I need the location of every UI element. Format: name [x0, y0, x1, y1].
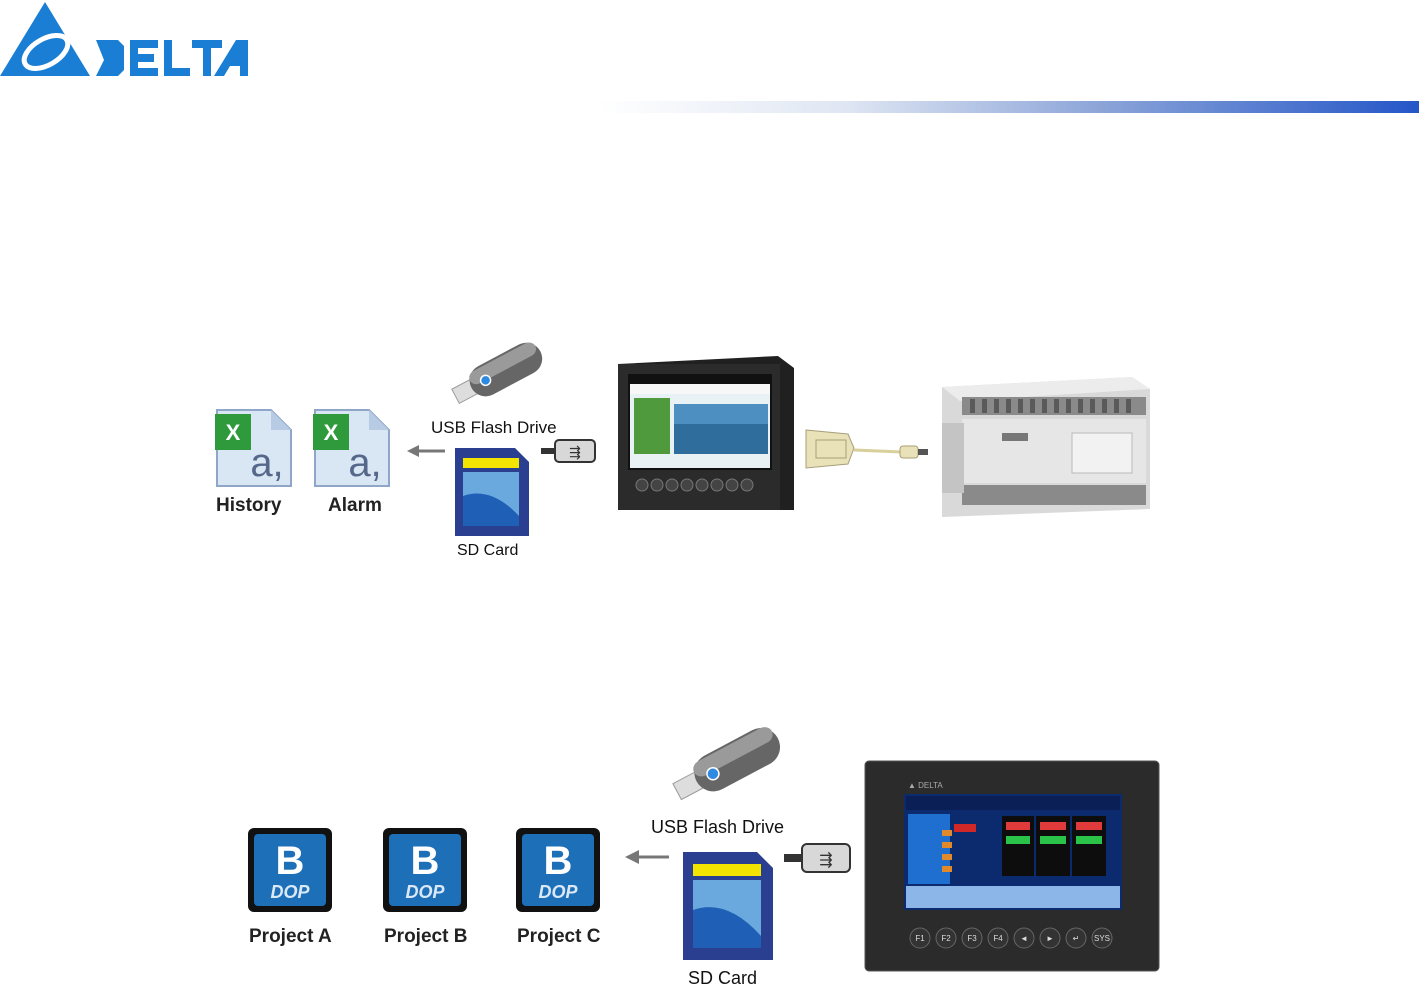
svg-text:DOP: DOP [538, 882, 578, 902]
svg-text:X: X [226, 420, 241, 445]
plc-controller [932, 373, 1156, 519]
usb-flash-drive-label: USB Flash Drive [651, 817, 784, 838]
svg-text:B: B [411, 839, 440, 883]
svg-text:DOP: DOP [405, 882, 445, 902]
serial-cable-icon [802, 424, 932, 474]
svg-text:F1: F1 [915, 934, 925, 943]
dop-project-icon: B DOP [246, 826, 334, 914]
svg-text:F4: F4 [993, 934, 1003, 943]
svg-text:SYS: SYS [1094, 934, 1110, 943]
usb-flash-drive-icon [666, 716, 788, 812]
excel-file-icon: X a, [311, 406, 393, 488]
arrow-left-icon [405, 443, 447, 459]
usb-flash-drive-icon [445, 332, 549, 412]
svg-text:⇶: ⇶ [819, 851, 832, 869]
sd-card-label: SD Card [457, 542, 518, 560]
project-a-label: Project A [249, 926, 332, 948]
arrow-left-icon [623, 848, 671, 866]
excel-file-icon: X a, [213, 406, 295, 488]
svg-text:a,: a, [250, 441, 283, 485]
hmi-panel-large: ▲ DELTA F1 F2 F3 F4 ◄ ► ↵ SYS [864, 760, 1160, 972]
project-c-label: Project C [517, 926, 600, 948]
svg-text:↵: ↵ [1073, 934, 1080, 943]
hmi-panel-small [614, 354, 798, 516]
sd-card-icon [679, 850, 775, 962]
usb-plug-icon: ⇶ [784, 840, 852, 876]
usb-flash-drive-label: USB Flash Drive [431, 418, 557, 438]
svg-text:DOP: DOP [270, 882, 310, 902]
sd-card-icon [451, 446, 531, 538]
dop-project-icon: B DOP [514, 826, 602, 914]
svg-text:F2: F2 [941, 934, 951, 943]
project-b-label: Project B [384, 926, 467, 948]
svg-text:B: B [544, 839, 573, 883]
svg-text:X: X [324, 420, 339, 445]
svg-text:◄: ◄ [1020, 934, 1028, 943]
svg-text:⇶: ⇶ [569, 444, 581, 460]
svg-text:F3: F3 [967, 934, 977, 943]
delta-logo [0, 0, 260, 80]
usb-plug-icon: ⇶ [541, 436, 597, 466]
dop-project-icon: B DOP [381, 826, 469, 914]
svg-text:B: B [276, 839, 305, 883]
svg-text:a,: a, [348, 441, 381, 485]
svg-text:►: ► [1046, 934, 1054, 943]
svg-text:▲ DELTA: ▲ DELTA [908, 781, 943, 790]
alarm-label: Alarm [328, 495, 382, 517]
history-label: History [216, 495, 281, 517]
header-gradient-bar [600, 101, 1419, 113]
sd-card-label: SD Card [688, 968, 757, 989]
